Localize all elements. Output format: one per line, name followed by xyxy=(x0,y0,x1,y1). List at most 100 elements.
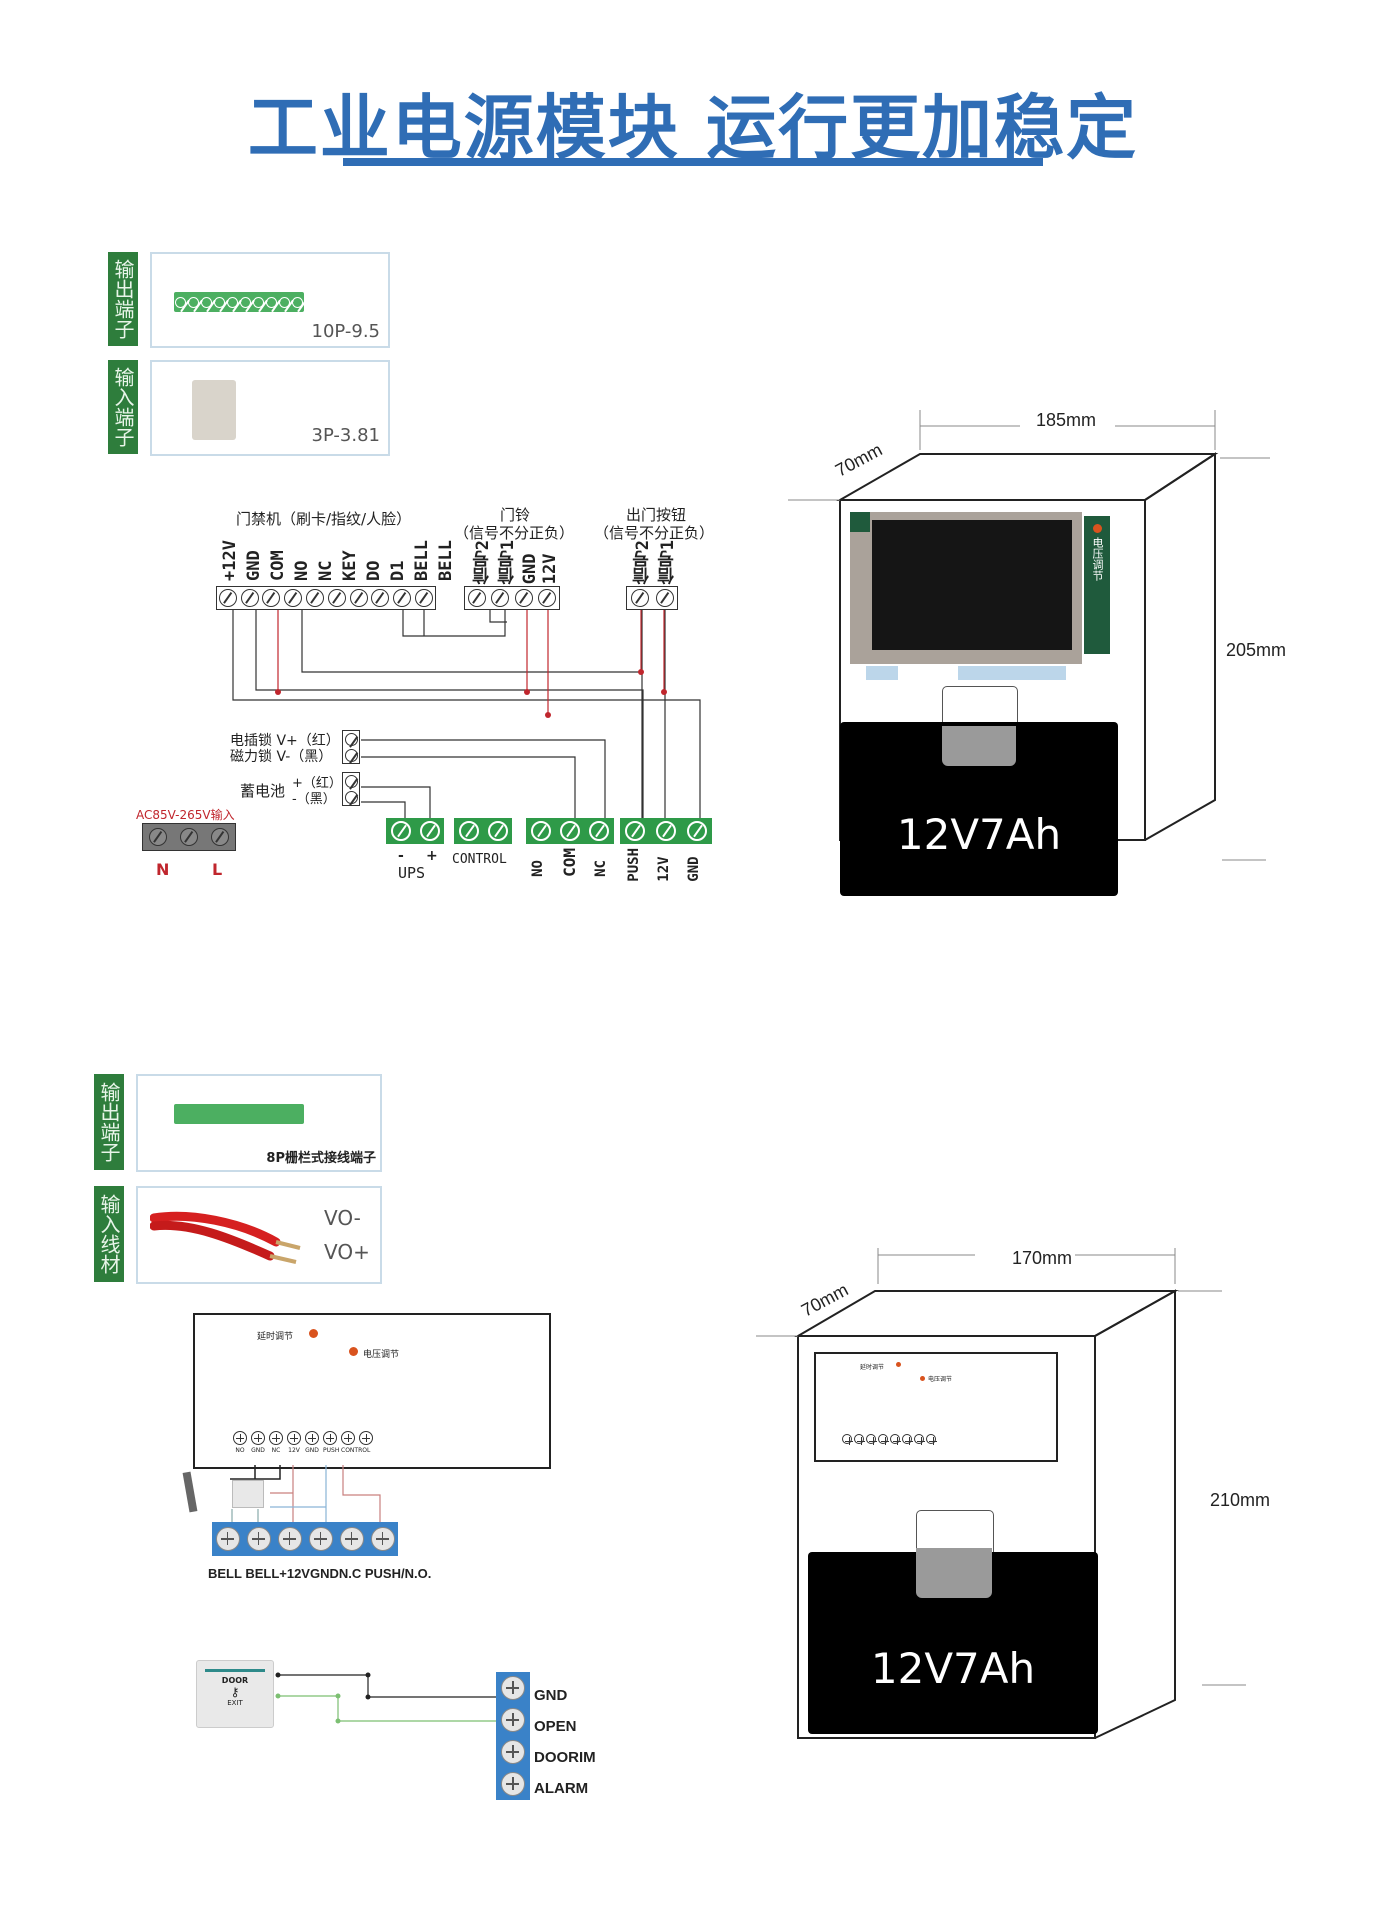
enclosure-1-panel xyxy=(850,512,1082,664)
output-terminal-card: 10P-9.5 xyxy=(150,252,390,348)
control-terminal xyxy=(454,818,512,844)
pin-label: NC xyxy=(316,560,336,581)
output-terminal-tag: 输出端子 xyxy=(108,252,138,346)
pin-label: 信号2 xyxy=(473,540,493,585)
output-terminal-spec-2: 8P栅栏式接线端子 xyxy=(266,1151,376,1166)
pin-label: GND xyxy=(686,856,702,882)
battery-2-label: 12V7Ah xyxy=(870,1643,1036,1693)
access-control-title: 门禁机（刷卡/指纹/人脸） xyxy=(236,510,412,528)
ac-pin-l: L xyxy=(212,860,223,879)
pin-label: GND xyxy=(305,1447,319,1454)
pin-label: NC xyxy=(271,1447,281,1454)
board-terminal-row xyxy=(233,1431,373,1445)
pin-label: PUSH xyxy=(323,1447,340,1454)
doorbell-terminal xyxy=(464,586,560,610)
wire-minus-label: VO- xyxy=(324,1206,361,1230)
red-wire-image xyxy=(150,1211,301,1264)
pin-label: GND xyxy=(251,1447,265,1454)
battery-terminal xyxy=(342,772,360,806)
pin-label: 12V xyxy=(656,856,672,882)
blue-output-terminal xyxy=(212,1522,398,1556)
pin-label: 12V xyxy=(540,553,560,585)
exit-button-image: DOOR ⚷ EXIT xyxy=(196,1660,274,1728)
doorbell-title: 门铃 xyxy=(500,506,531,524)
input-terminal-card: 3P-3.81 xyxy=(150,360,390,456)
panel-miniature-diagram xyxy=(872,520,1072,650)
dim-width-1: 185mm xyxy=(1036,410,1097,430)
exit-button-title: 出门按钮 xyxy=(626,506,687,524)
bell-button-image xyxy=(232,1480,264,1508)
output-terminal-tag-2: 输出端子 xyxy=(94,1074,124,1170)
pin-label: 信号1 xyxy=(498,540,518,585)
pin-label: DO xyxy=(364,560,384,581)
lock-label-1: 电插锁 V+（红） xyxy=(230,733,340,749)
delay-adjust-knob[interactable] xyxy=(309,1329,318,1338)
exit-button-terminal xyxy=(626,586,678,610)
ups-terminal xyxy=(386,818,444,844)
ups-minus: - xyxy=(398,848,404,864)
ups-plus: + xyxy=(426,848,438,864)
pin-label: GND xyxy=(520,553,540,585)
pin-label: ALARM xyxy=(534,1780,589,1797)
exit-button-text-top: DOOR xyxy=(221,1676,249,1685)
delay-adjust-label-mini: 延时调节 xyxy=(860,1364,885,1371)
enclosure-2-panel: 延时调节 电压调节 xyxy=(814,1352,1058,1462)
voltage-adjust-label-2: 电压调节 xyxy=(363,1350,400,1360)
exit-terminal-block xyxy=(496,1672,530,1800)
input-terminal-spec: 3P-3.81 xyxy=(311,425,380,446)
pin-label: NO xyxy=(235,1447,245,1454)
battery-minus-label: -（黑） xyxy=(292,792,336,807)
page-title: 工业电源模块 运行更加稳定 xyxy=(247,87,1139,169)
pin-label: COM xyxy=(268,550,288,581)
relay-pin-labels: NO COM NC xyxy=(530,848,609,877)
ups-label: UPS xyxy=(398,864,426,882)
pin-label: 12V xyxy=(288,1447,300,1454)
output-terminal-card-2: 8P栅栏式接线端子 xyxy=(136,1074,382,1172)
pin-label: BELL xyxy=(412,540,432,581)
pin-label: NO xyxy=(292,560,312,581)
access-pin-labels: +12V GND COM NO NC KEY DO D1 BELL BELL xyxy=(220,540,456,581)
dim-width-2: 170mm xyxy=(1012,1248,1073,1268)
battery-label: 蓄电池 xyxy=(240,782,286,800)
pin-label: NO xyxy=(530,860,546,877)
input-wire-card: VO- VO+ xyxy=(136,1186,382,1284)
pin-label: DOORIM xyxy=(534,1749,596,1766)
mini-terminal-row xyxy=(842,1434,937,1445)
green-terminal-block-image-2 xyxy=(174,1104,304,1124)
ac-input-label: AC85V-265V输入 xyxy=(136,808,235,822)
voltage-adjust-knob[interactable] xyxy=(1092,524,1102,533)
voltage-adjust-strip: 电压调节 xyxy=(1084,516,1110,654)
power-board: 延时调节 电压调节 NO GND NC 12V GND PUSH CONTROL xyxy=(193,1313,551,1469)
pin-label: PUSH xyxy=(626,848,642,882)
voltage-adjust-knob-2[interactable] xyxy=(349,1347,358,1356)
doorbell-subtitle: （信号不分正负） xyxy=(454,524,575,542)
blue-terminal-label: BELL BELL+12VGNDN.C PUSH/N.O. xyxy=(208,1566,432,1581)
exit-pin-labels: GND OPEN DOORIM ALARM xyxy=(534,1680,596,1804)
beige-terminal-block-image xyxy=(192,380,236,440)
title-underline xyxy=(343,158,1043,166)
exit-button-wiring xyxy=(275,1672,500,1724)
board-pin-labels: NO GND NC 12V GND PUSH CONTROL xyxy=(233,1447,371,1454)
key-icon: ⚷ xyxy=(230,1685,240,1699)
output-terminal-tag-text: 输出端子 xyxy=(111,259,135,339)
battery-2: 12V7Ah xyxy=(808,1552,1098,1734)
pin-label: 信号1 xyxy=(658,540,678,585)
exit-button-text-bottom: EXIT xyxy=(227,1699,243,1707)
input-terminal-tag-text: 输入端子 xyxy=(111,367,135,447)
exit-button-subtitle: （信号不分正负） xyxy=(594,524,715,542)
relay-terminal xyxy=(526,818,614,844)
pin-label: BELL xyxy=(436,540,456,581)
lock-terminal xyxy=(342,730,360,764)
ac-input-terminal xyxy=(142,823,236,851)
wire-plus-label: VO+ xyxy=(324,1240,370,1264)
ac-pin-n: N xyxy=(156,860,170,879)
dim-height-1: 205mm xyxy=(1226,640,1287,660)
green-terminal-block-image xyxy=(174,292,304,312)
control-label: CONTROL xyxy=(452,852,507,867)
pin-label: 信号2 xyxy=(633,540,653,585)
pin-label: GND xyxy=(534,1687,568,1704)
push-terminal xyxy=(620,818,712,844)
pin-label: COM xyxy=(560,848,579,877)
exit-button-pin-labels: 信号2 信号1 xyxy=(630,540,678,585)
output-terminal-spec: 10P-9.5 xyxy=(311,321,380,342)
